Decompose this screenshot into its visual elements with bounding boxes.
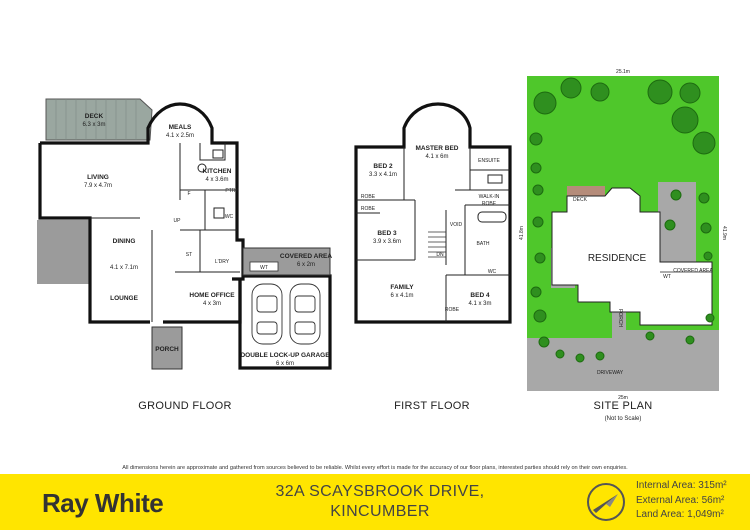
external-area-label: External Area: bbox=[636, 494, 699, 506]
ff-master-dim: 4.1 x 6m bbox=[425, 154, 448, 160]
ff-outer-walls bbox=[354, 102, 512, 324]
ff-inner-walls bbox=[356, 147, 510, 322]
site-porch-label: PORCH bbox=[617, 309, 623, 327]
gf-living-dim: 7.9 x 4.7m bbox=[84, 183, 112, 189]
area-summary: Internal Area: 315m² External Area: 56m²… bbox=[636, 479, 727, 523]
ff-master-name: MASTER BED bbox=[416, 145, 459, 152]
site-dim-right: 41.9m bbox=[721, 226, 727, 240]
gf-covered-name: COVERED AREA bbox=[280, 253, 332, 260]
north-arrow-icon bbox=[587, 483, 625, 521]
gf-meals-dim: 4.1 x 2.5m bbox=[166, 133, 194, 139]
gf-inner-walls bbox=[90, 143, 240, 322]
internal-area-row: Internal Area: 315m² bbox=[636, 479, 727, 494]
site-dim-bottom: 25m bbox=[618, 395, 628, 401]
gf-side-slab bbox=[37, 220, 89, 284]
gf-dining-name: DINING bbox=[113, 238, 136, 245]
ff-robe-3: ROBE bbox=[445, 307, 460, 313]
gf-porch bbox=[151, 326, 183, 370]
gf-deck-dim: 6.3 x 3m bbox=[82, 122, 105, 128]
ff-robe-2: ROBE bbox=[361, 206, 376, 212]
property-address: 32A SCAYSBROOK DRIVE, KINCUMBER bbox=[260, 482, 500, 522]
gf-porch-label: PORCH bbox=[155, 346, 179, 353]
ff-walkin: WALK-IN bbox=[479, 194, 500, 200]
site-plan: RESIDENCE DECK PORCH WT COVERED AREA DRI… bbox=[519, 69, 727, 422]
address-line-2: KINCUMBER bbox=[330, 503, 430, 520]
gf-laundry: L'DRY bbox=[215, 259, 230, 265]
ff-walkin-robe: ROBE bbox=[482, 201, 497, 207]
ff-bed2-dim: 3.3 x 4.1m bbox=[369, 172, 397, 178]
site-covered-label: COVERED AREA bbox=[673, 268, 713, 274]
land-area-label: Land Area: bbox=[636, 509, 685, 520]
land-area-value: 1,049m² bbox=[687, 509, 724, 520]
first-floor-caption: FIRST FLOOR bbox=[394, 400, 470, 412]
site-dim-top: 25.1m bbox=[616, 69, 630, 75]
ff-ensuite: ENSUITE bbox=[478, 158, 500, 164]
gf-garage-walls bbox=[238, 274, 332, 370]
gf-up: UP bbox=[174, 218, 182, 224]
ff-bed3-name: BED 3 bbox=[377, 230, 397, 237]
disclaimer: All dimensions herein are approximate an… bbox=[122, 465, 628, 471]
external-area-value: 56m² bbox=[701, 494, 725, 506]
gf-wc: WC bbox=[225, 214, 234, 220]
ground-floor-plan: DECK 6.3 x 3m MEALS 4.1 x 2.5m LIVING 7.… bbox=[37, 98, 332, 412]
gf-kitchen-dim: 4 x 3.6m bbox=[205, 177, 228, 183]
gf-lounge-name: LOUNGE bbox=[110, 295, 138, 302]
site-residence bbox=[551, 187, 713, 326]
ff-bed2-name: BED 2 bbox=[373, 163, 393, 170]
ff-wc: WC bbox=[488, 269, 497, 275]
site-plan-caption: SITE PLAN bbox=[594, 400, 653, 412]
first-floor-plan: MASTER BED 4.1 x 6m BED 2 3.3 x 4.1m ENS… bbox=[354, 102, 512, 412]
gf-garage-dim: 6 x 6m bbox=[276, 361, 294, 367]
site-trees bbox=[529, 77, 716, 363]
ff-bed3-dim: 3.9 x 3.6m bbox=[373, 239, 401, 245]
gf-fridge: F bbox=[187, 191, 190, 197]
ff-void: VOID bbox=[450, 222, 463, 228]
gf-wt: WT bbox=[260, 265, 268, 271]
gf-living-name: LIVING bbox=[87, 174, 109, 181]
ff-family-name: FAMILY bbox=[390, 284, 414, 291]
internal-area-label: Internal Area: bbox=[636, 480, 696, 491]
internal-area-value: 315m² bbox=[698, 480, 727, 491]
site-dim-left: 41.8m bbox=[519, 226, 525, 240]
ff-robe-1: ROBE bbox=[361, 194, 376, 200]
gf-office-dim: 4 x 3m bbox=[203, 301, 221, 307]
gf-meals-name: MEALS bbox=[169, 124, 192, 131]
gf-dining-dim: 4.1 x 7.1m bbox=[110, 265, 138, 271]
land-area-row: Land Area: 1,049m² bbox=[636, 508, 727, 523]
site-deck-label: DECK bbox=[573, 197, 588, 203]
address-line-1: 32A SCAYSBROOK DRIVE, bbox=[275, 483, 485, 500]
gf-garage-name: DOUBLE LOCK-UP GARAGE bbox=[240, 352, 330, 359]
site-driveway-label: DRIVEWAY bbox=[597, 370, 624, 376]
external-area-row: External Area: 56m² bbox=[636, 494, 727, 509]
ff-dn: DN bbox=[436, 252, 444, 258]
gf-pantry: PTRY bbox=[225, 188, 239, 194]
gf-office-name: HOME OFFICE bbox=[189, 292, 235, 299]
gf-garage-cars bbox=[251, 283, 321, 345]
gf-st: ST bbox=[186, 252, 192, 258]
ff-bed4-name: BED 4 bbox=[470, 292, 490, 299]
gf-kitchen-name: KITCHEN bbox=[203, 168, 232, 175]
brand-logo: Ray White bbox=[42, 488, 164, 518]
site-residence-label: RESIDENCE bbox=[588, 253, 647, 264]
site-driveway bbox=[527, 330, 719, 391]
ff-bath: BATH bbox=[477, 241, 490, 247]
site-wt-label: WT bbox=[663, 274, 671, 280]
ff-bed4-dim: 4.1 x 3m bbox=[468, 301, 491, 307]
ground-floor-caption: GROUND FLOOR bbox=[138, 400, 231, 412]
gf-deck-name: DECK bbox=[85, 113, 104, 120]
footer-bar: Ray White 32A SCAYSBROOK DRIVE, KINCUMBE… bbox=[0, 474, 750, 530]
floor-plan-drawing: DECK 6.3 x 3m MEALS 4.1 x 2.5m LIVING 7.… bbox=[37, 69, 727, 422]
gf-covered-dim: 6 x 2m bbox=[297, 262, 315, 268]
ff-family-dim: 6 x 4.1m bbox=[390, 293, 413, 299]
site-plan-subcaption: (Not to Scale) bbox=[605, 416, 642, 422]
